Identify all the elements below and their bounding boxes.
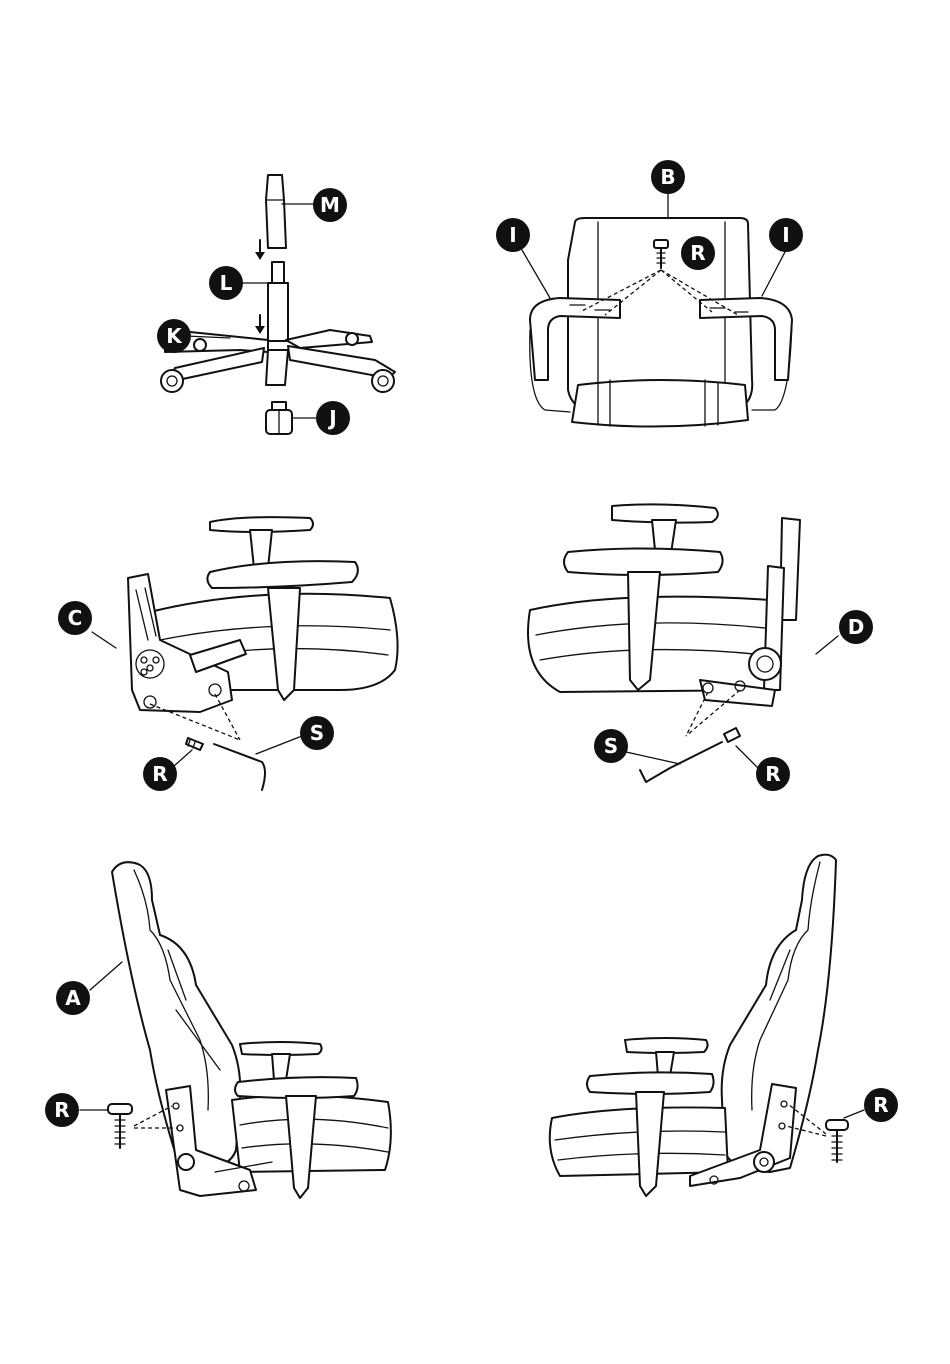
svg-text:R: R xyxy=(54,1098,69,1122)
svg-text:M: M xyxy=(320,193,340,217)
screw-and-allen-key-right xyxy=(640,690,740,782)
svg-text:S: S xyxy=(310,721,324,745)
svg-text:K: K xyxy=(166,324,183,348)
label-i-left: I xyxy=(496,218,530,252)
svg-text:C: C xyxy=(68,606,83,630)
label-b: B xyxy=(651,160,685,194)
svg-text:B: B xyxy=(660,165,675,189)
label-l: L xyxy=(209,266,243,300)
svg-text:D: D xyxy=(848,615,865,639)
seat-right-mechanism-illustration xyxy=(528,504,800,706)
seat-left-mechanism-illustration xyxy=(128,517,398,712)
label-r-right-seat: R xyxy=(756,757,790,791)
svg-text:L: L xyxy=(220,271,233,295)
svg-text:R: R xyxy=(152,762,167,786)
svg-text:S: S xyxy=(604,734,618,758)
svg-text:R: R xyxy=(765,762,780,786)
label-r-right-backrest: R xyxy=(864,1088,898,1122)
label-j: J xyxy=(316,401,350,435)
svg-text:R: R xyxy=(690,241,705,265)
label-r-armrest: R xyxy=(681,236,715,270)
svg-text:R: R xyxy=(873,1093,888,1117)
svg-text:I: I xyxy=(782,223,789,247)
label-a: A xyxy=(56,981,90,1015)
label-d: D xyxy=(839,610,873,644)
backrest-right-illustration xyxy=(550,855,836,1196)
label-i-right: I xyxy=(769,218,803,252)
label-m: M xyxy=(313,188,347,222)
label-s-left: S xyxy=(300,716,334,750)
backrest-left-illustration xyxy=(112,862,391,1198)
label-k: K xyxy=(157,319,191,353)
armrest-assembly-illustration xyxy=(530,218,792,427)
svg-text:J: J xyxy=(327,406,336,430)
label-r-left-backrest: R xyxy=(45,1093,79,1127)
label-s-right: S xyxy=(594,729,628,763)
svg-text:A: A xyxy=(65,986,81,1010)
label-c: C xyxy=(58,601,92,635)
base-assembly-illustration xyxy=(161,175,395,434)
label-r-left-seat: R xyxy=(143,757,177,791)
svg-text:I: I xyxy=(509,223,516,247)
